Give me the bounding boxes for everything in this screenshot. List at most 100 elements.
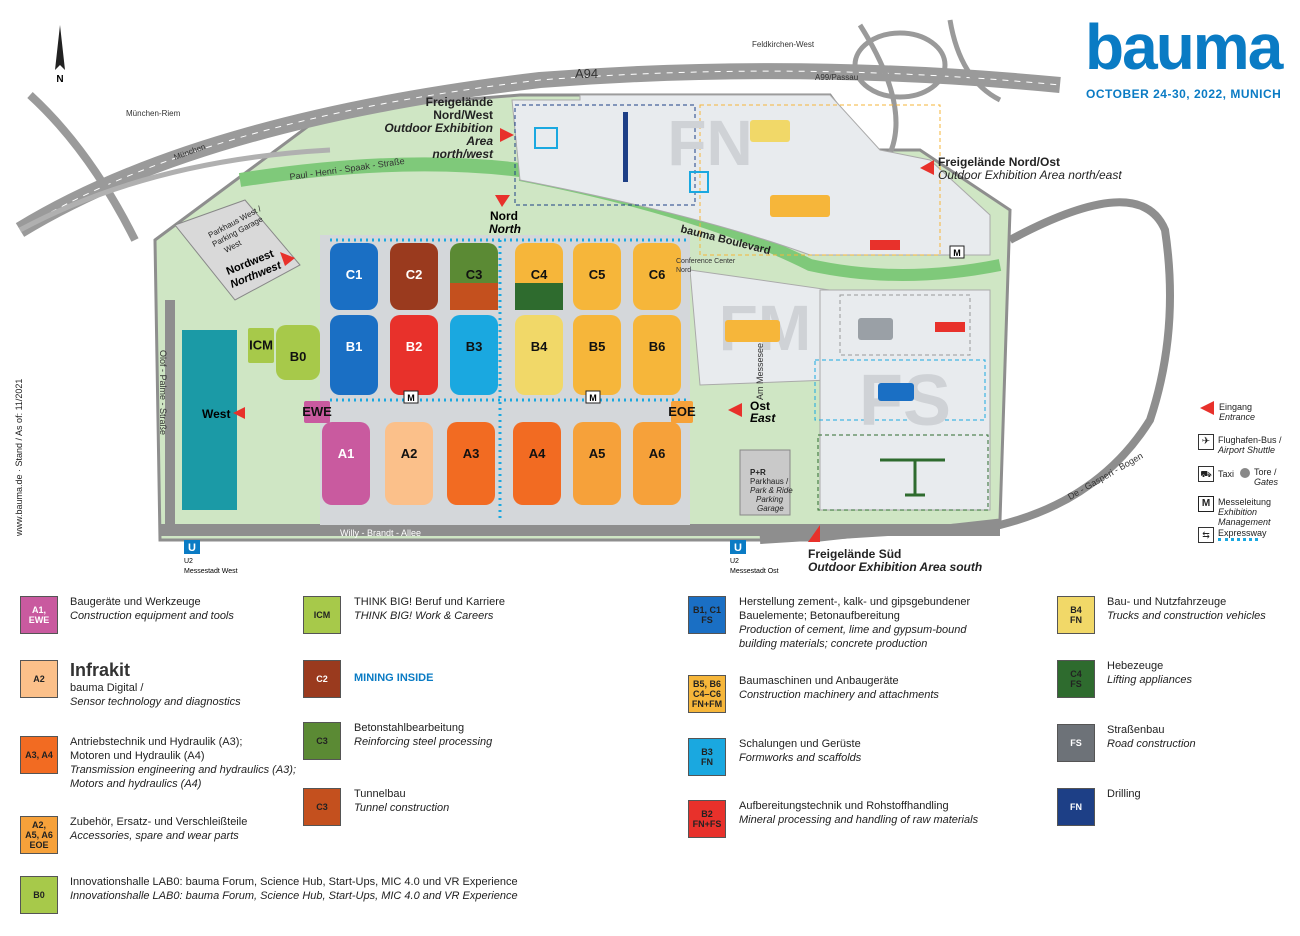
- park-and-ride-garage: [739, 449, 791, 516]
- legend-swatch: C3: [303, 788, 341, 826]
- pr-label-2: Parkhaus /: [750, 477, 789, 486]
- dump-truck-icon: [750, 120, 790, 142]
- legend-de: Innovationshalle LAB0: bauma Forum, Scie…: [70, 876, 518, 888]
- hall-label-b2: B2: [406, 339, 423, 354]
- legend-en: Accessories, spare and wear parts: [70, 830, 239, 842]
- hall-a3: [447, 422, 495, 505]
- pr-label-3: Park & Ride: [750, 486, 793, 495]
- svg-text:N: N: [56, 74, 63, 85]
- hall-b4: [515, 315, 563, 395]
- rail-line: [27, 92, 139, 242]
- legend-de2: Motoren und Hydraulik (A4): [70, 750, 205, 762]
- hall-a1: [322, 422, 370, 505]
- legend-de: Schalungen und Gerüste: [739, 738, 861, 750]
- hall-c6: [633, 243, 681, 310]
- hall-label-b4: B4: [531, 339, 548, 354]
- management-icon: M: [1198, 496, 1214, 512]
- legend-en: Construction machinery and attachments: [739, 689, 939, 701]
- legend-en2: Motors and hydraulics (A4): [70, 778, 202, 790]
- legend-de: Herstellung zement-, kalk- und gipsgebun…: [739, 596, 971, 608]
- entrance-north: [495, 195, 510, 207]
- legend-en: Tunnel construction: [354, 802, 450, 814]
- hall-label-c4: C4: [531, 267, 548, 282]
- hall-b0: [276, 325, 320, 380]
- hall-eoe: [671, 401, 693, 423]
- entrance-icon: [1200, 401, 1214, 415]
- exhibition-map: FN FM FS C1C2C3C4C5C6B1B2B3B4B5B6A1A2A3A…: [15, 19, 1174, 575]
- a94-label: A94: [575, 66, 598, 81]
- east-station-label: Messestadt Ost: [730, 568, 779, 575]
- north-west-outdoor-label: Freigelände Nord/West Outdoor Exhibition…: [384, 95, 493, 161]
- hall-label-eoe: EOE: [668, 404, 696, 419]
- hall-label-a5: A5: [589, 446, 606, 461]
- legend-de: bauma Digital /: [70, 682, 144, 694]
- hall-label-a3: A3: [463, 446, 480, 461]
- hall-label-b0: B0: [290, 349, 307, 364]
- hall-label-c5: C5: [589, 267, 606, 282]
- legend-en: Road construction: [1107, 738, 1196, 750]
- nord-label: Nord: [490, 209, 518, 223]
- excavator-icon: [770, 195, 830, 217]
- hall-label-a1: A1: [338, 446, 355, 461]
- messesee-lake: [182, 330, 237, 510]
- west-station-label: Messestadt West: [184, 568, 238, 575]
- legend-swatch: A3, A4: [20, 736, 58, 774]
- management-badge: [585, 390, 601, 404]
- mixer-truck-icon: [878, 383, 914, 401]
- legend-de: Hebezeuge: [1107, 660, 1164, 672]
- pr-label-5: Garage: [757, 504, 784, 513]
- parking-garage-west: [174, 199, 301, 301]
- paul-henri-spaak-strasse: [238, 157, 521, 187]
- hall-label-c6: C6: [649, 267, 666, 282]
- legend-swatch: B3 FN: [688, 738, 726, 776]
- feldkirchen-label: Feldkirchen-West: [752, 40, 815, 49]
- management-badge: [949, 245, 965, 259]
- hall-a2: [385, 422, 433, 505]
- scaffold-icon: [689, 171, 709, 193]
- hall-label-c3: C3: [466, 267, 483, 282]
- legend-en: Mineral processing and handling of raw m…: [739, 814, 979, 826]
- legend-swatch: FS: [1057, 724, 1095, 762]
- hall-label-b5: B5: [589, 339, 606, 354]
- messesee-label: Am Messesee: [755, 343, 765, 400]
- legend-en: Formworks and scaffolds: [739, 752, 862, 764]
- hall-a4: [513, 422, 561, 505]
- legend-en: Reinforcing steel processing: [354, 736, 493, 748]
- olof-label: Olof - Palme - Straße: [158, 350, 168, 435]
- svg-text:M: M: [407, 393, 415, 403]
- hall-b3: [450, 315, 498, 395]
- plane-icon: ✈: [1198, 434, 1214, 450]
- legend-en: Production of cement, lime and gypsum-bo…: [739, 624, 967, 636]
- a99-label: A99/Passau: [815, 73, 858, 82]
- hall-c5: [573, 243, 621, 310]
- expressway-icon: ⇆: [1198, 527, 1214, 543]
- hall-c3-tunnel-section: [450, 283, 498, 310]
- hall-icm: [248, 328, 274, 363]
- north-label: North: [489, 222, 521, 236]
- legend-text: Innovationshalle LAB0: bauma Forum, Scie…: [70, 875, 518, 903]
- south-outdoor-label: Freigelände Süd Outdoor Exhibition Area …: [808, 547, 983, 574]
- u2-west-label: U2: [184, 558, 193, 565]
- event-date: OCTOBER 24-30, 2022, MUNICH: [1086, 87, 1282, 101]
- pr-label-4: Parking: [756, 495, 784, 504]
- entrance-north-west-outdoor: [500, 128, 514, 142]
- pr-label-1: P+R: [750, 468, 766, 477]
- legend-en: Construction equipment and tools: [70, 610, 234, 622]
- legend-swatch: B2 FN+FS: [688, 800, 726, 838]
- ubahn-east-icon: [730, 540, 746, 554]
- entrance-north-east-outdoor: [920, 160, 934, 175]
- legend-de: Drilling: [1107, 788, 1141, 800]
- hall-label-b3: B3: [466, 339, 483, 354]
- hall-label-c1: C1: [346, 267, 363, 282]
- legend-de: Tunnelbau: [354, 788, 406, 800]
- north-arrow-icon: [55, 25, 65, 70]
- legend-de: Straßenbau: [1107, 724, 1165, 736]
- hall-a6: [633, 422, 681, 505]
- taxi-icon: ⛟: [1198, 466, 1214, 482]
